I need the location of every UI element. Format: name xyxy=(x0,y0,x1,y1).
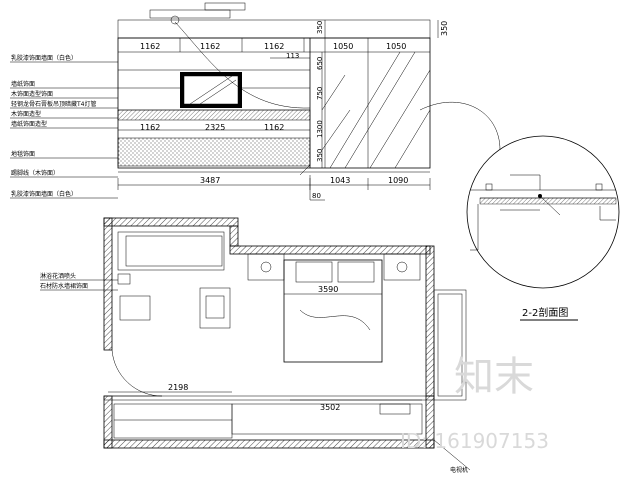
dim-far-right: 350 xyxy=(440,21,449,36)
dim-mid-3: 1162 xyxy=(264,123,284,132)
dim-bottom-1: 3487 xyxy=(200,176,220,185)
label-2: 墙纸饰面 xyxy=(11,80,35,88)
label-6: 墙纸饰面造型 xyxy=(11,120,47,128)
plan-label-2: 石材防水墙裙饰面 xyxy=(40,282,88,290)
section-title: 2-2剖面图 xyxy=(522,306,568,319)
dim-vert-1: 350 xyxy=(316,21,324,34)
dim-vert-3: 750 xyxy=(316,87,324,100)
dim-top-5: 1050 xyxy=(386,42,406,51)
dim-small-left: 113 xyxy=(286,52,299,60)
label-3: 木饰面造型饰面 xyxy=(11,90,53,98)
plan-wardrobe-dim: 2198 xyxy=(168,383,188,392)
dim-bottom-2: 1043 xyxy=(330,176,350,185)
plan-bottom-right-label: 电视机 xyxy=(450,466,468,474)
floor-plan xyxy=(40,217,471,471)
watermark-id: ID: 161907153 xyxy=(400,429,549,453)
watermark-brand: 知末 xyxy=(454,354,534,400)
dim-top-4: 1050 xyxy=(333,42,353,51)
plan-label-1: 淋浴花洒喷头 xyxy=(40,272,76,280)
dim-bottom-3: 1090 xyxy=(388,176,408,185)
label-5: 木饰面造型 xyxy=(11,110,41,118)
dim-top-3: 1162 xyxy=(264,42,284,51)
label-1: 乳胶漆饰面墙面（白色） xyxy=(11,54,77,62)
dim-mid-1: 1162 xyxy=(140,123,160,132)
dim-bottom-small: 80 xyxy=(312,192,321,200)
label-7: 地毯饰面 xyxy=(11,150,35,158)
label-8: 踢脚线（木饰面） xyxy=(11,169,59,177)
label-9: 乳胶漆饰面墙面（白色） xyxy=(11,190,77,198)
plan-desk-dim: 3502 xyxy=(320,403,340,412)
dim-vert-5: 350 xyxy=(316,149,324,162)
section-detail xyxy=(419,101,620,289)
label-4: 轻钢龙骨石膏板吊顶暗藏T4灯管 xyxy=(11,100,96,108)
dim-mid-2: 2325 xyxy=(205,123,225,132)
dim-vert-2: 650 xyxy=(316,57,324,70)
dim-top-1: 1162 xyxy=(140,42,160,51)
dim-top-2: 1162 xyxy=(200,42,220,51)
plan-bed-dim: 3590 xyxy=(318,285,338,294)
dim-vert-4: 1300 xyxy=(316,120,324,138)
elevation-drawing xyxy=(10,2,439,201)
